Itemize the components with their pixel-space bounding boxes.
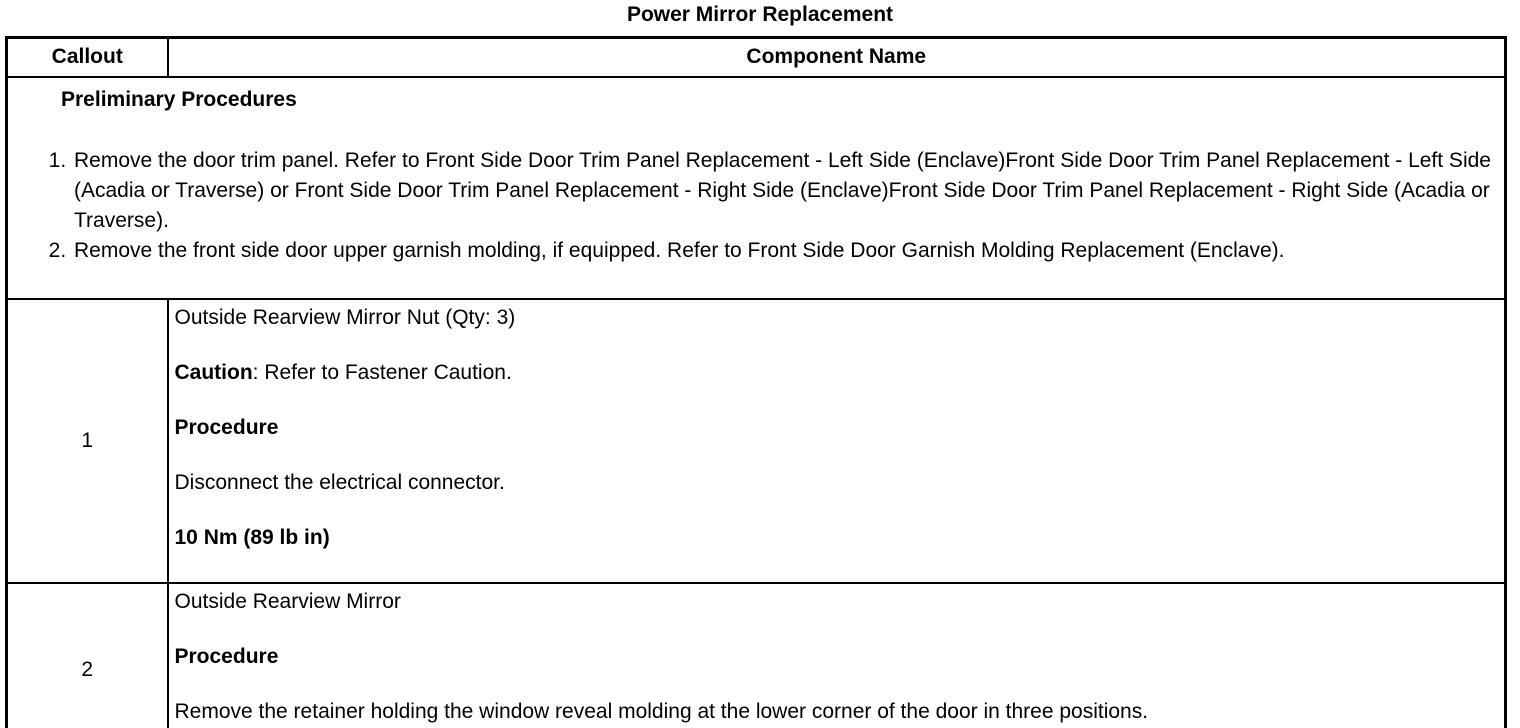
component-cell: Outside Rearview Mirror Procedure Remove… (166, 581, 1507, 728)
column-header-callout: Callout (5, 36, 169, 78)
caution-label: Caution (174, 360, 253, 384)
caution-text: : Refer to Fastener Caution. (252, 360, 512, 384)
procedure-text: Disconnect the electrical connector. (174, 470, 505, 494)
column-header-component-name: Component Name (166, 36, 1507, 78)
page-title: Power Mirror Replacement (626, 3, 894, 26)
caution-note: Caution: Refer to Fastener Caution. (174, 360, 1495, 384)
table-row: 1 Outside Rearview Mirror Nut (Qty: 3) C… (5, 297, 1507, 584)
table-header-row: Callout Component Name (5, 36, 1507, 78)
preliminary-step-2: Remove the front side door upper garnish… (72, 236, 1494, 266)
procedure-heading: Procedure (174, 415, 279, 439)
procedure-heading: Procedure (174, 644, 279, 668)
preliminary-procedures-heading: Preliminary Procedures (61, 87, 297, 111)
callout-number: 2 (5, 581, 169, 728)
preliminary-steps-list: Remove the door trim panel. Refer to Fro… (11, 146, 1494, 266)
component-table: Callout Component Name Preliminary Proce… (5, 36, 1507, 728)
procedure-text: Remove the retainer holding the window r… (174, 699, 1149, 723)
callout-number: 1 (5, 297, 169, 584)
component-name: Outside Rearview Mirror (174, 589, 401, 613)
torque-spec: 10 Nm (89 lb in) (174, 525, 330, 549)
table-row: 2 Outside Rearview Mirror Procedure Remo… (5, 581, 1507, 728)
preliminary-step-1: Remove the door trim panel. Refer to Fro… (72, 146, 1494, 236)
preliminary-procedures-row: Preliminary Procedures Remove the door t… (5, 75, 1507, 300)
preliminary-procedures-cell: Preliminary Procedures Remove the door t… (5, 75, 1507, 300)
component-name: Outside Rearview Mirror Nut (Qty: 3) (174, 305, 516, 329)
component-cell: Outside Rearview Mirror Nut (Qty: 3) Cau… (166, 297, 1507, 584)
